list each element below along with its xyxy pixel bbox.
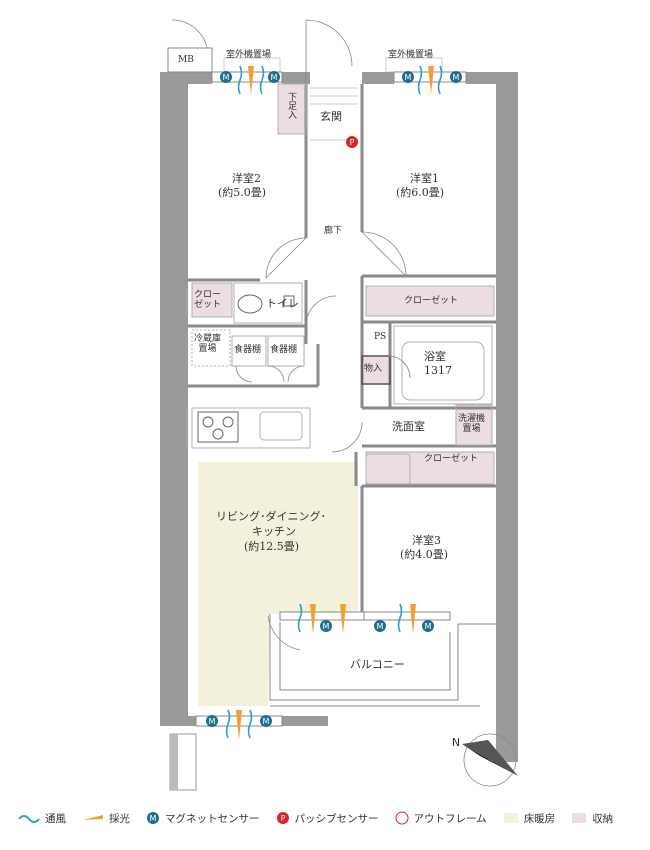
closet-right1-area — [366, 286, 494, 316]
closet-right2-label: クローゼット — [424, 454, 479, 464]
balcony-outline — [269, 614, 496, 707]
western2-name: 洋室2 — [232, 172, 261, 185]
cupboard2-label: 食器棚 — [270, 345, 298, 355]
toilet-label: トイレ — [266, 297, 299, 310]
svg-text:M: M — [425, 622, 432, 631]
mb-box — [167, 47, 213, 73]
svg-text:M: M — [271, 73, 278, 82]
ldk-line2: キッチン — [252, 525, 296, 538]
svg-text:M: M — [223, 73, 230, 82]
outdoor-unit-left-label: 室外機置場 — [226, 50, 272, 60]
legend-label: 収納 — [592, 812, 614, 825]
svg-text:M: M — [323, 622, 330, 631]
legend-daylight: 採光 — [82, 811, 130, 826]
cupboard1-label: 食器棚 — [234, 345, 262, 355]
western1-name: 洋室1 — [410, 172, 439, 185]
bath-name: 浴室 — [424, 350, 446, 363]
floor-heating-swatch-icon — [503, 813, 518, 823]
legend-label: アウトフレーム — [413, 812, 487, 825]
ps-label: PS — [374, 332, 387, 342]
svg-text:M: M — [377, 622, 384, 631]
shoe-storage-label: 下足入 — [286, 92, 296, 119]
magnet-sensors: M M M M M M M M M — [206, 71, 462, 727]
legend-passive-sensor: P パッシブセンサー — [276, 811, 379, 826]
svg-text:M: M — [453, 73, 460, 82]
svg-text:M: M — [263, 717, 270, 726]
closet-right2-area — [366, 452, 494, 484]
legend-out-frame: アウトフレーム — [395, 811, 487, 826]
closet-left-area — [192, 283, 232, 317]
passive-sensor-icon: P — [276, 812, 289, 824]
shoe-storage-area — [278, 84, 306, 134]
washroom-label: 洗面室 — [392, 420, 425, 433]
corridor-label: 廊下 — [324, 226, 343, 236]
western2-size: (約5.0畳) — [218, 186, 267, 199]
stove-icon — [197, 411, 239, 443]
outdoor-unit-right-label: 室外機置場 — [388, 50, 434, 60]
closet-right1-label: クローゼット — [404, 296, 459, 306]
fridge-label: 冷蔵庫 置場 — [194, 334, 222, 354]
legend-storage: 収納 — [571, 811, 613, 826]
magnet-sensor-icon: M — [147, 812, 159, 824]
floor-heating-area — [198, 462, 358, 706]
daylight-wedge-icon — [83, 815, 103, 820]
mb-label: MB — [178, 55, 194, 65]
legend: 通風 採光 M マグネットセンサー P パッシブセンサー アウトフレーム 床暖房… — [18, 808, 640, 828]
closet-left-label: クロー ゼット — [194, 290, 222, 310]
ldk-line1: リビング･ダイニング･ — [216, 510, 326, 523]
storage-swatch-icon — [572, 813, 587, 823]
legend-label: 通風 — [45, 812, 66, 825]
compass-north-label: N — [452, 736, 460, 749]
svg-text:M: M — [209, 717, 216, 726]
storage-closet-area — [362, 356, 390, 384]
passive-sensor-marker: P — [346, 136, 358, 148]
legend-label: パッシブセンサー — [294, 812, 379, 825]
ventilation-wave-icon — [18, 815, 40, 823]
ventilation-markers — [225, 65, 443, 739]
svg-text:M: M — [405, 73, 412, 82]
bath-size: 1317 — [424, 364, 452, 377]
ldk-size: (約12.5畳) — [244, 540, 300, 553]
washer-area — [456, 405, 492, 445]
western3-name: 洋室3 — [412, 534, 441, 547]
svg-text:P: P — [280, 814, 285, 823]
balcony-label: バルコニー — [350, 658, 405, 671]
legend-label: 採光 — [109, 812, 130, 825]
legend-label: 床暖房 — [523, 812, 556, 825]
western3-size: (約4.0畳) — [400, 548, 449, 561]
svg-text:M: M — [150, 814, 157, 823]
western1-size: (約6.0畳) — [396, 186, 445, 199]
compass-icon: N — [452, 733, 518, 787]
door-swings — [171, 19, 411, 651]
legend-floor-heating: 床暖房 — [503, 811, 556, 826]
washer-label: 洗濯機 置場 — [458, 414, 486, 434]
toilet-fixture-icon — [237, 294, 295, 314]
legend-magnet-sensor: M マグネットセンサー — [146, 811, 260, 826]
storage-label: 物入 — [364, 364, 383, 374]
entrance-label: 玄関 — [320, 110, 342, 123]
daylight-markers — [236, 66, 434, 740]
legend-label: マグネットセンサー — [165, 812, 260, 825]
svg-text:P: P — [350, 138, 355, 147]
outer-walls — [160, 72, 518, 762]
legend-ventilation: 通風 — [18, 811, 66, 826]
out-frame-icon — [395, 811, 408, 825]
interior-walls — [188, 84, 496, 612]
